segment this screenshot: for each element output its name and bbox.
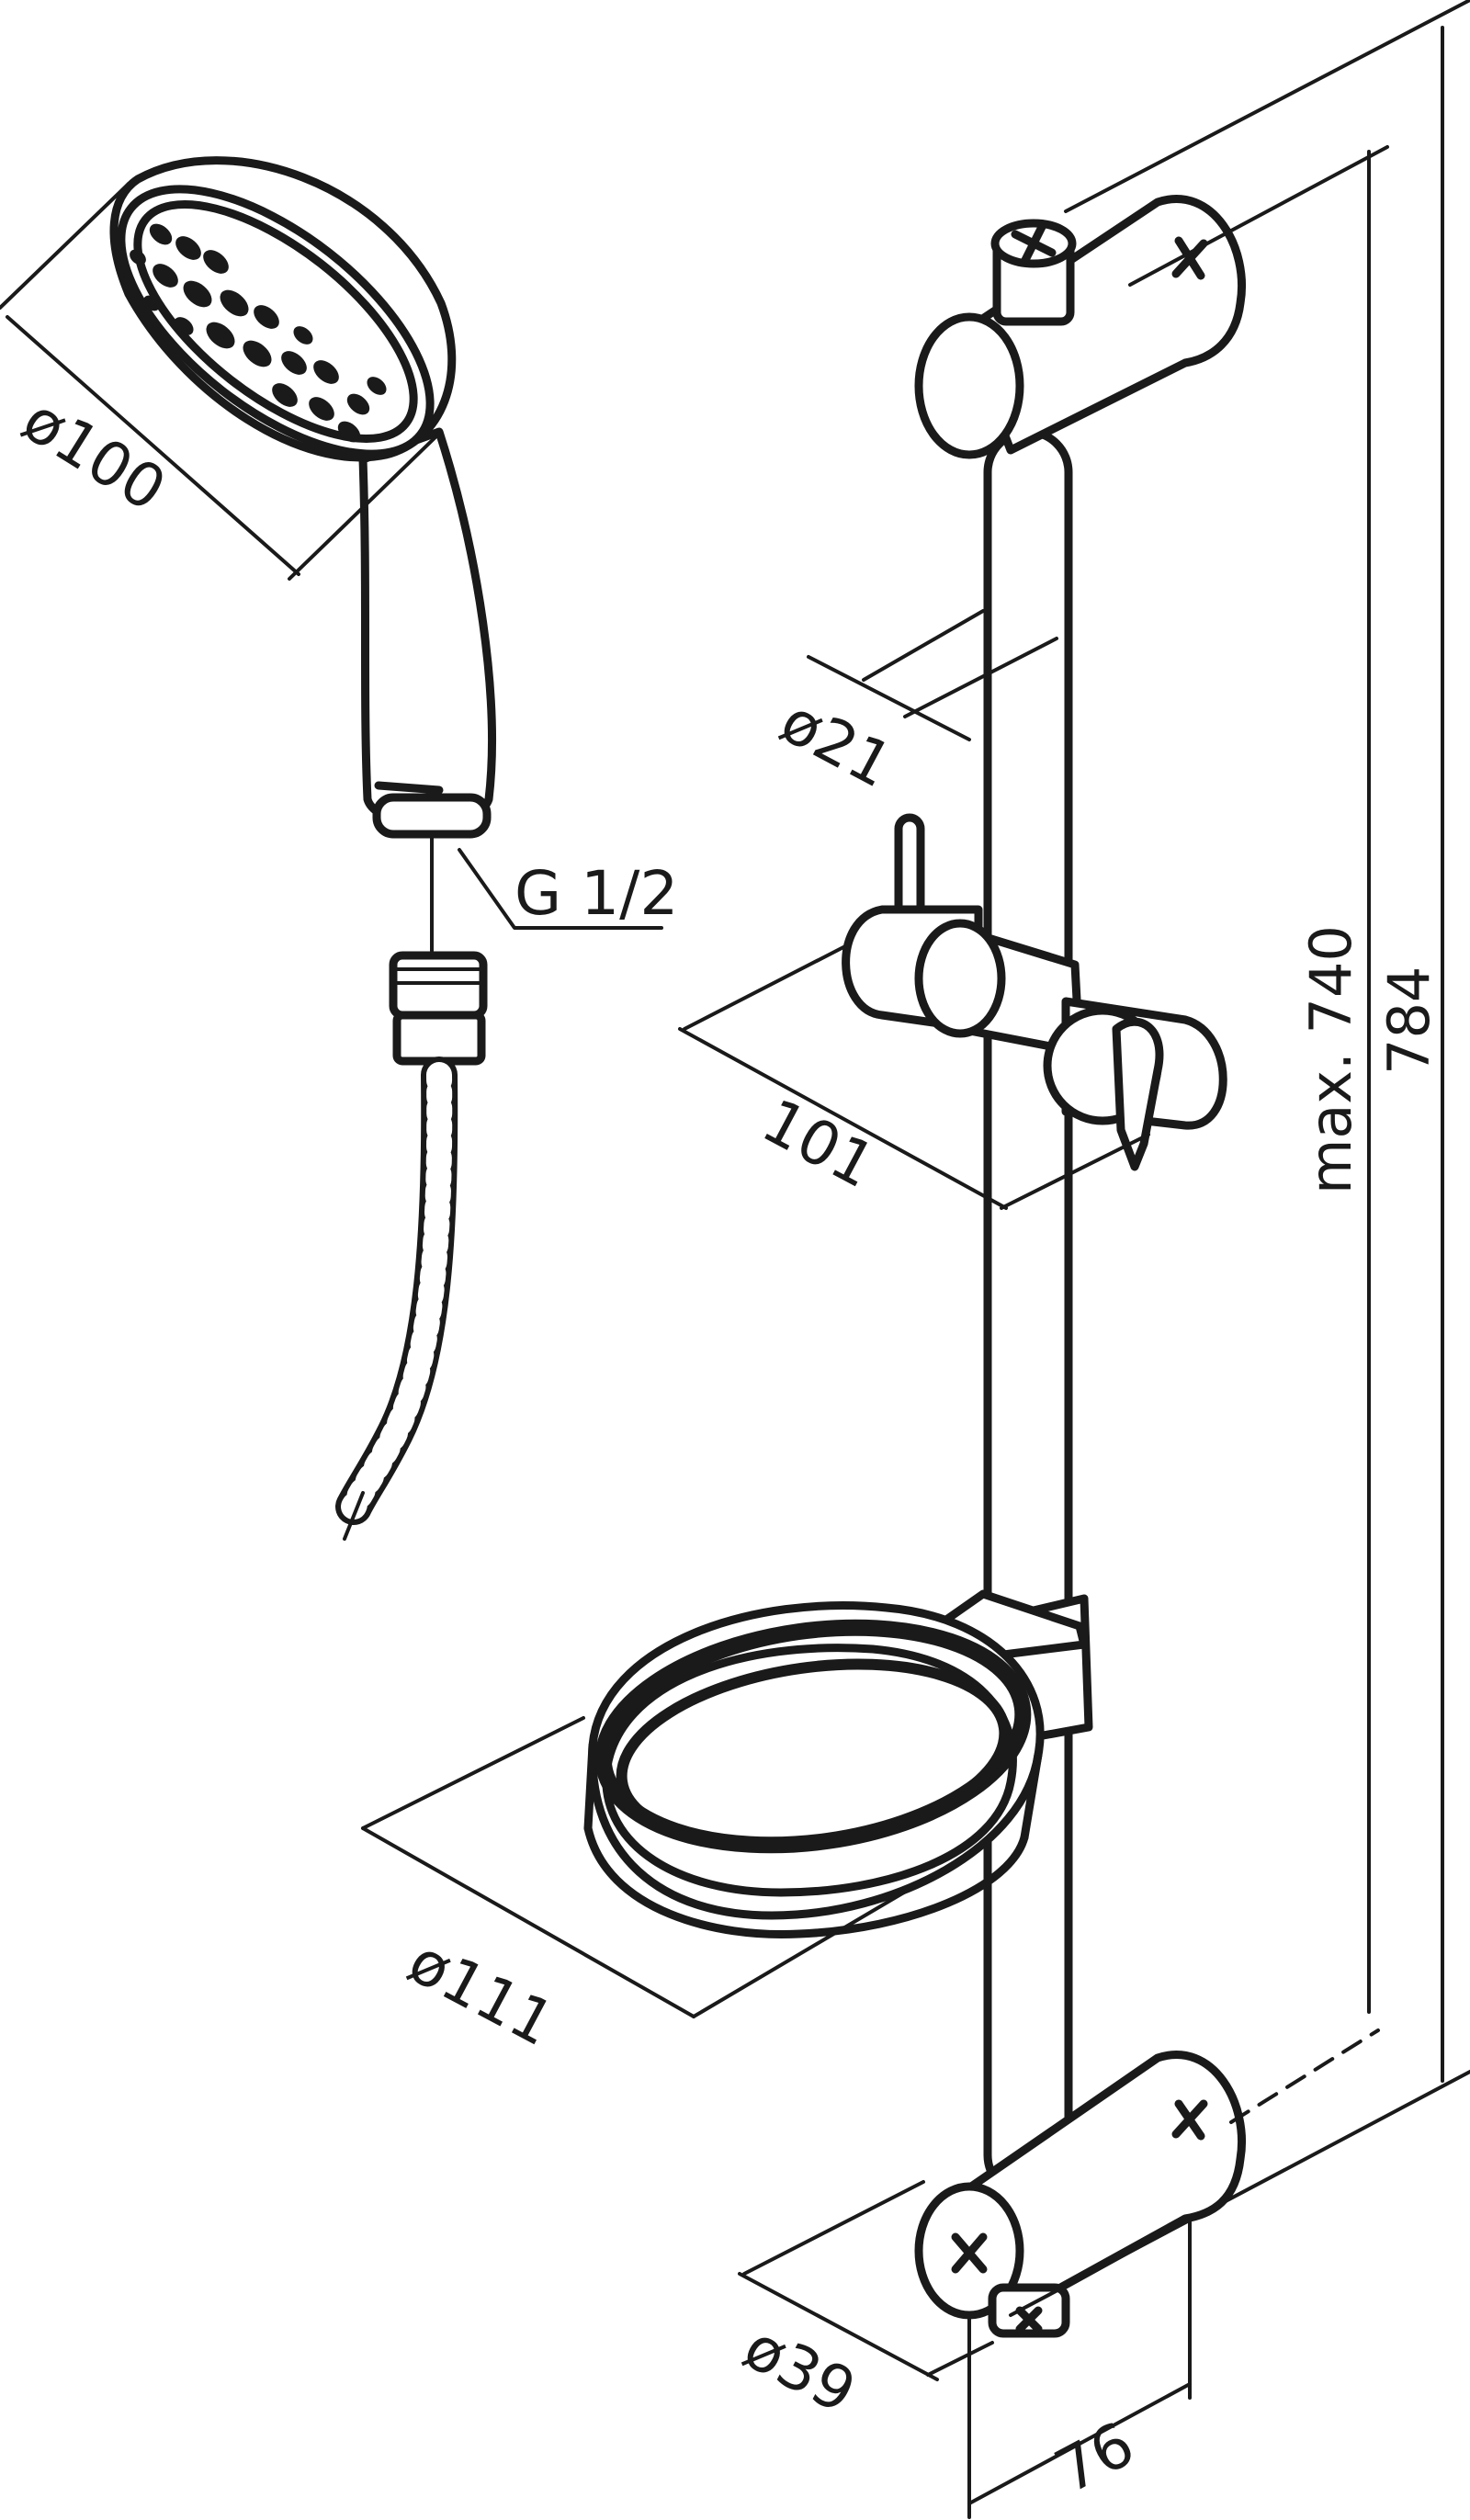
soap-dish-diameter-label: ø111 [397,1926,565,2060]
top-wall-bracket [914,195,1246,459]
spray-nozzles [130,223,387,443]
sliding-holder [842,813,1227,1171]
max-height-label: max. 740 [1297,925,1364,1194]
handshower-diameter-label: ø100 [11,384,178,525]
hand-shower [109,156,496,953]
holder-length-label: 101 [751,1085,886,1202]
connection-thread-label: G 1/2 [514,858,678,929]
bottom-wall-bracket [914,2051,1246,2338]
slide-rail [983,427,1073,2200]
soap-dish [583,1589,1093,1939]
overall-height-label: 784 [1375,966,1442,1075]
rail-diameter-label: ø21 [769,685,903,801]
shower-hose [335,951,488,1541]
wall-distance-label: 76 [1044,2409,1145,2507]
